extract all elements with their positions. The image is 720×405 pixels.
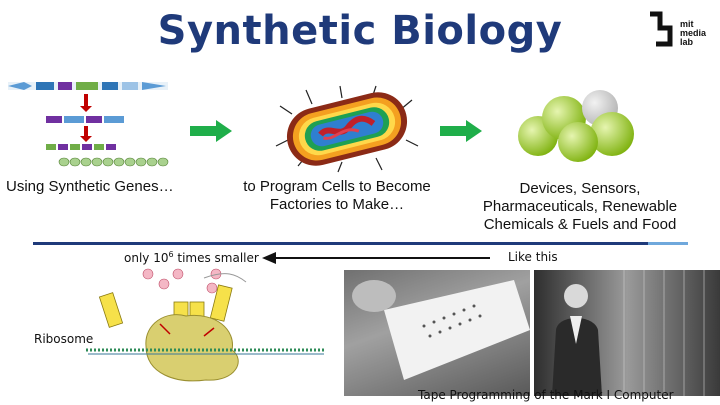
divider-line [33,242,688,245]
like-this-label: Like this [508,250,558,264]
tape-caption: Tape Programming of the Mark I Computer [418,388,674,402]
page-title: Synthetic Biology [157,8,563,54]
caption-genes: Using Synthetic Genes… [6,178,174,195]
ribosome-illustration [86,264,326,394]
molecule-image [516,88,636,164]
scale-comparison-label: only 106 times smaller [124,250,259,265]
right-arrow-icon [190,120,232,147]
left-arrow-icon [262,251,492,270]
caption-cells: to Program Cells to Become Factories to … [243,178,431,213]
mark-i-computer-photo [534,270,720,396]
synthetic-genes-diagram [6,70,176,170]
right-arrow-icon [440,120,482,147]
divider-accent [648,242,688,245]
caption-products: Devices, Sensors, Pharmaceuticals, Renew… [482,180,678,233]
ribosome-label: Ribosome [34,332,94,346]
punched-tape-photo [344,270,530,396]
bacterium-cell-image [272,84,422,174]
